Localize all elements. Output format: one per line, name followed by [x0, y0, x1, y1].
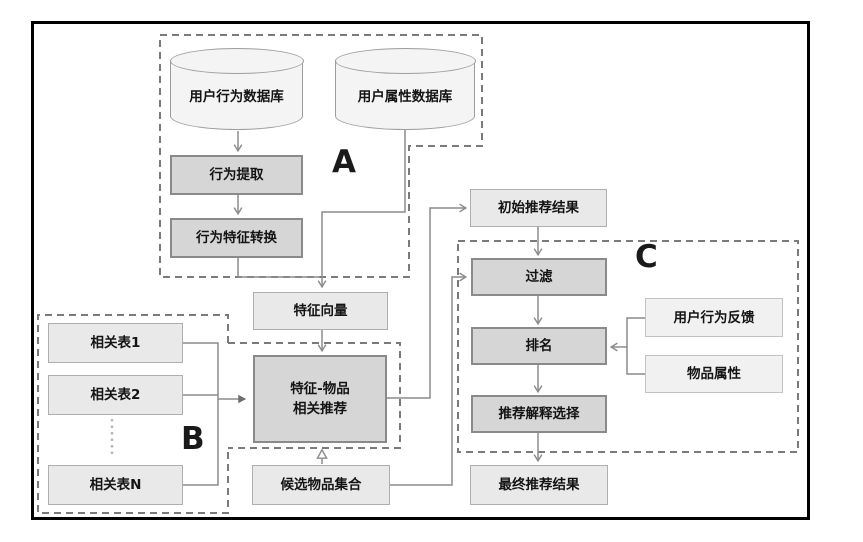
node-behavior-feature-conversion: 行为特征转换 [170, 218, 303, 258]
section-a-boundary [159, 34, 483, 278]
user-attribute-database-label: 用户属性数据库 [357, 88, 453, 105]
section-b-label: B [181, 421, 205, 457]
section-c-label: C [635, 239, 658, 275]
node-filter: 过滤 [471, 258, 607, 296]
section-c-boundary [457, 240, 799, 453]
node-related-table-2: 相关表2 [48, 375, 183, 415]
connector-candidates-to-filter [390, 272, 468, 486]
node-final-recommendation-result: 最终推荐结果 [470, 465, 608, 505]
connector-attributedb-to-featurevector [317, 127, 406, 289]
node-candidate-item-set: 候选物品集合 [252, 465, 390, 505]
node-initial-recommendation-result: 初始推荐结果 [470, 189, 607, 227]
feature-item-boundary [228, 342, 401, 449]
node-item-attributes: 物品属性 [645, 355, 783, 393]
node-user-behavior-feedback: 用户行为反馈 [645, 298, 783, 337]
node-behavior-extraction: 行为提取 [170, 155, 303, 195]
section-a-label: A [332, 144, 356, 180]
node-feature-item-recommendation: 特征-物品 相关推荐 [253, 355, 387, 443]
user-attribute-database-cylinder: 用户属性数据库 [334, 48, 476, 130]
node-related-table-n: 相关表N [48, 465, 183, 505]
node-feature-vector: 特征向量 [253, 292, 388, 330]
user-behavior-database-cylinder: 用户行为数据库 [169, 48, 304, 130]
connector-relatedtables-bus [183, 342, 219, 486]
connector-featureitem-to-initialresult [387, 203, 468, 399]
node-related-table-1: 相关表1 [48, 323, 183, 363]
connector-feedback-bus [626, 317, 645, 375]
connector-conversion-to-featurevector [237, 258, 320, 278]
node-recommendation-explanation-selection: 推荐解释选择 [471, 395, 607, 433]
user-behavior-database-label: 用户行为数据库 [189, 88, 284, 105]
section-b-boundary [37, 314, 229, 514]
node-ranking: 排名 [471, 327, 607, 365]
